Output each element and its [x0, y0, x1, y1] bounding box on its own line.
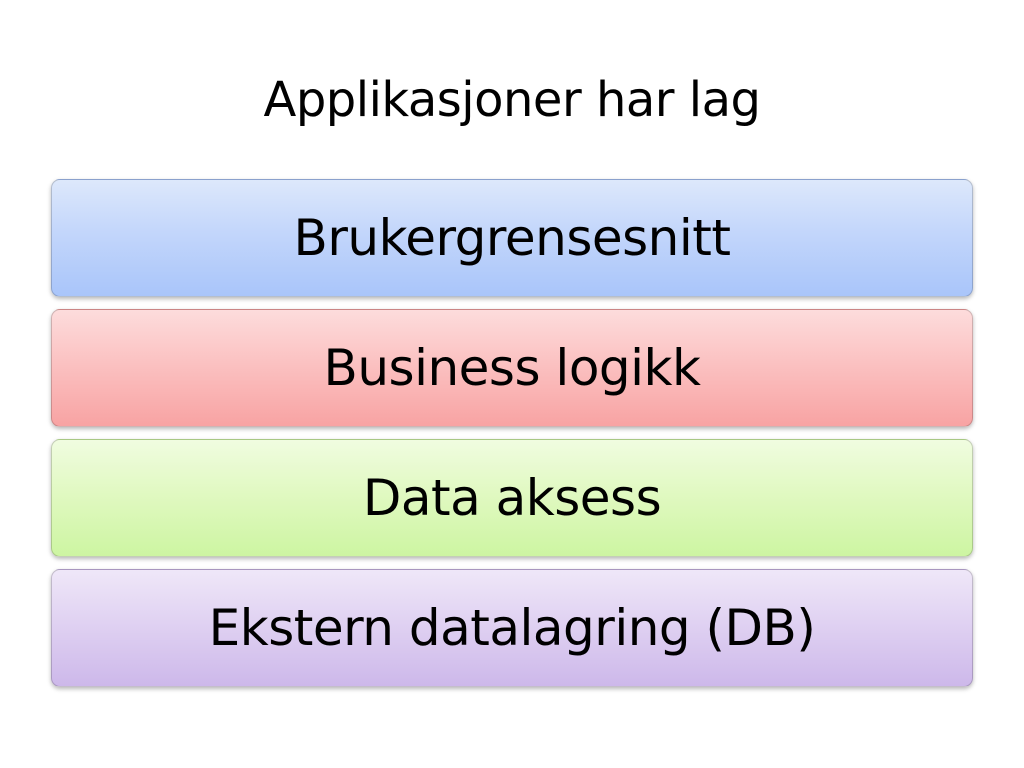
layer-business-logic: Business logikk [51, 309, 973, 427]
layer-user-interface: Brukergrensesnitt [51, 179, 973, 297]
slide-title: Applikasjoner har lag [263, 72, 761, 128]
layer-external-storage: Ekstern datalagring (DB) [51, 569, 973, 687]
layer-data-access: Data aksess [51, 439, 973, 557]
layer-stack: Brukergrensesnitt Business logikk Data a… [51, 179, 973, 687]
